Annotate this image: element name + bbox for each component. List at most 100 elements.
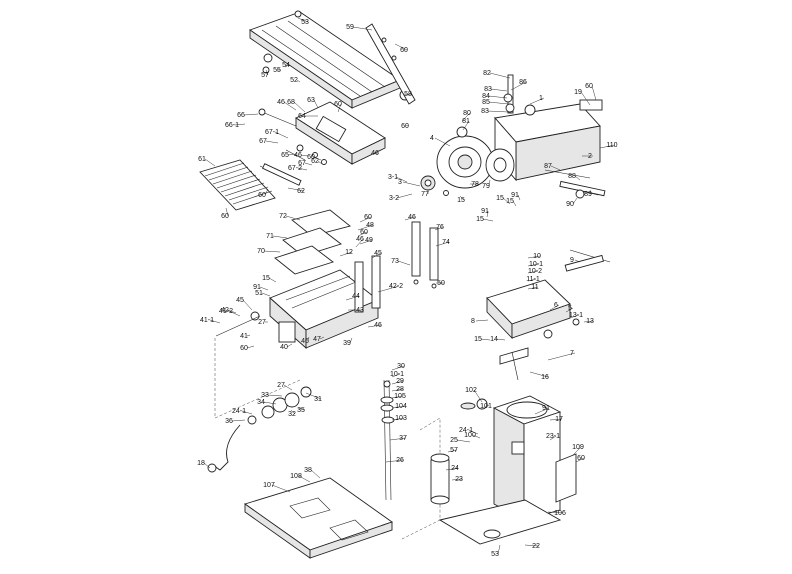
leader-line [242,299,253,311]
part-number-label: 102 [465,387,477,394]
leader-line [263,250,281,253]
leader-line [462,120,470,131]
leader-line [377,285,400,293]
leader-line [565,307,574,313]
part-number-label: 63 [307,97,315,104]
leader-line [583,320,594,323]
leader-line [405,124,409,127]
leader-line [349,337,353,344]
part-number-label: 47 [313,336,321,343]
leader-line [300,154,309,157]
leader-line [487,110,509,113]
leader-line [357,224,374,231]
leader-line [445,467,459,471]
part-number-label: 62 [297,188,305,195]
part-number-label: 91 [542,405,550,412]
part-number-label: 58 [404,91,412,98]
part-number-label: 109 [572,444,584,451]
leader-line [297,167,308,171]
leader-line [512,200,517,207]
leader-line [490,88,508,92]
part-number-label: 3-2 [389,195,399,202]
column-guide [399,417,441,541]
part-number-label: 104 [395,403,407,410]
part-number-label: 15 [262,275,270,282]
part-number-label: 36 [225,418,233,425]
part-number-label: 35 [297,407,305,414]
leader-line [488,101,509,105]
chip-tray [243,477,393,559]
leader-line [283,384,293,391]
part-number-label: 85 [482,99,490,106]
part-number-label: 90 [566,201,574,208]
leader-line [550,165,561,171]
part-number-label: 41-1 [200,317,214,324]
part-number-label: 84 [482,93,490,100]
part-number-label: 67-1 [265,129,279,136]
part-number-label: 3 [398,179,402,186]
part-number-label: 50 [437,280,445,287]
part-number-label: 65 [281,152,289,159]
part-number-label: 67 [259,138,267,145]
part-number-label: 42 [221,307,229,314]
leader-line [397,260,411,266]
leader-line [529,97,545,105]
leader-line [599,144,616,149]
part-number-label: 107 [263,482,275,489]
part-number-label: 59 [346,24,354,31]
part-number-label: 12 [345,249,353,256]
part-number-label: 55 [273,67,281,74]
part-number-label: 91 [481,208,489,215]
leader-line [473,389,483,403]
column [430,395,577,545]
part-number-label: 62 [311,158,319,165]
leader-line [355,238,364,248]
leader-line [313,156,322,161]
leader-line [284,64,290,68]
leader-line [468,429,479,435]
leader-line [371,252,382,259]
part-number-label: 106 [554,510,566,517]
leader-line [385,459,404,463]
part-number-label: 53 [491,551,499,558]
leader-line [305,392,322,400]
chip-guard-grid [199,159,276,211]
part-number-label: 48 [366,222,374,229]
part-number-label: 38 [304,467,312,474]
leader-line [402,181,421,187]
leader-line [496,338,506,341]
leader-line [337,103,342,113]
part-number-label: 6 [554,302,558,309]
leader-line [549,304,560,311]
leader-line [391,395,404,399]
part-number-label: 54 [282,62,290,69]
leader-line [497,544,501,555]
part-number-label: 31 [314,396,322,403]
part-number-label: 105 [394,393,406,400]
gibs [411,221,439,289]
part-number-label: 66 [237,112,245,119]
leader-line [527,270,539,274]
part-number-label: 103 [395,415,407,422]
part-number-label: 5 [568,305,572,312]
leader-line [285,215,301,221]
part-number-label: 46 [301,338,309,345]
part-number-label: 66-1 [225,122,239,129]
part-number-label: 10-2 [528,268,542,275]
part-number-label: 60 [401,123,409,130]
part-number-label: 53 [301,19,309,26]
part-number-label: 46 [277,99,285,106]
part-number-label: 33 [261,392,269,399]
leader-line [591,85,597,101]
part-number-label: 60 [221,213,229,220]
table-base [215,255,381,350]
leader-line [307,336,310,342]
part-number-label: 52 [290,77,298,84]
part-number-label: 13-1 [569,312,583,319]
part-number-label: 67 [298,160,306,167]
part-number-label: 43 [356,307,364,314]
part-number-label: 14 [490,336,498,343]
part-number-label: 13 [586,318,594,325]
vise [486,249,611,340]
